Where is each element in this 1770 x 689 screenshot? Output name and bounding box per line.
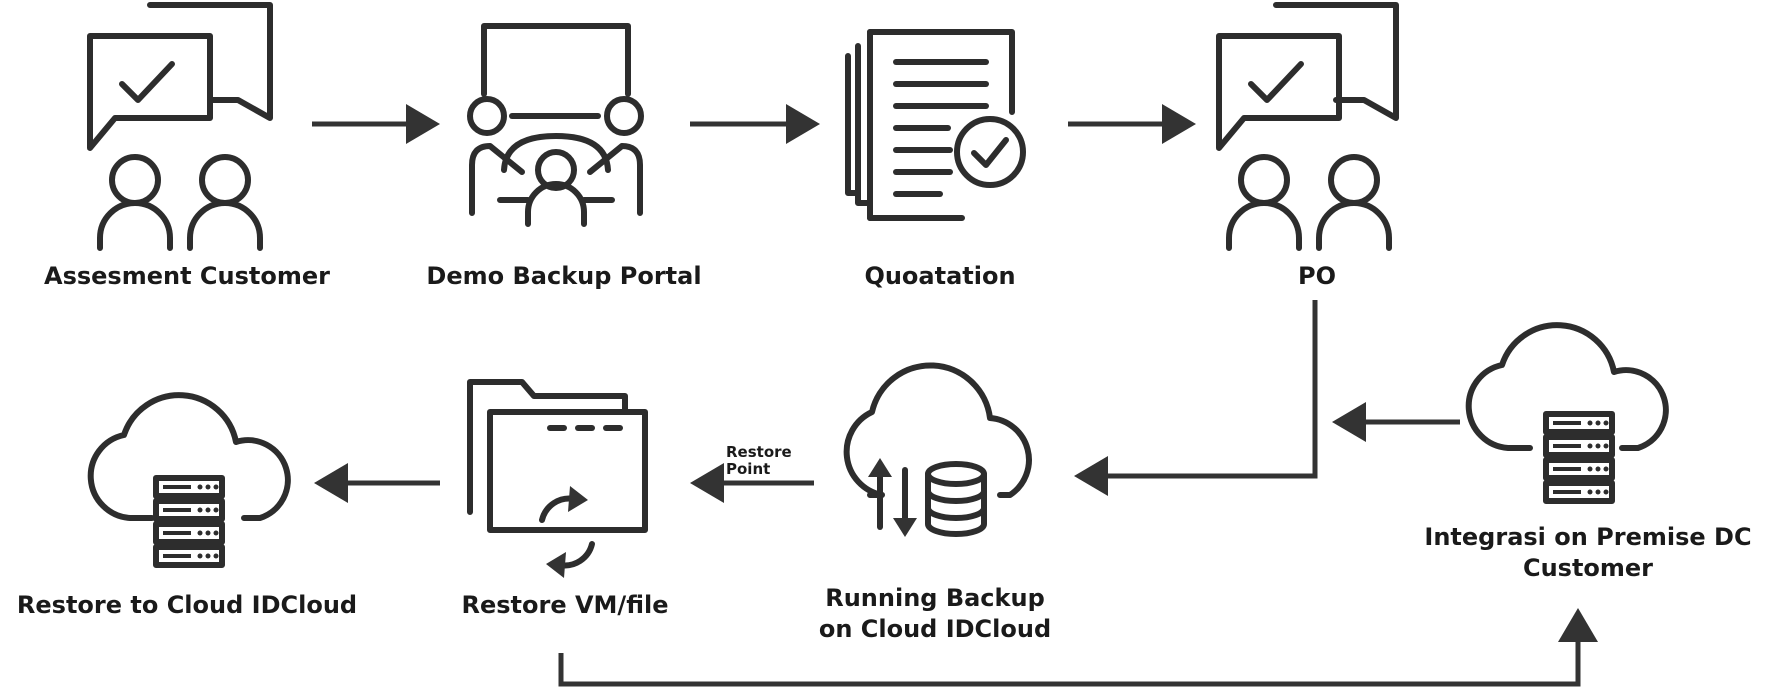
assesment-customer-label: Assesment Customer — [44, 262, 330, 290]
document-check-icon — [845, 29, 1026, 221]
integrasi-label-line1: Integrasi on Premise DC — [1424, 523, 1751, 551]
restore-cloud-label: Restore to Cloud IDCloud — [17, 591, 357, 619]
arrow-restore-vm-to-restore-cloud — [314, 463, 440, 503]
restore-point-label-line1: Restore — [726, 443, 792, 461]
running-backup-label-line2: on Cloud IDCloud — [819, 615, 1051, 643]
assesment-customer-icon — [87, 2, 273, 251]
folder-sync-icon — [467, 379, 648, 578]
quotation-label: Quoatation — [864, 262, 1015, 290]
arrow-assesment-to-demo — [312, 104, 440, 144]
cloud-backup-icon — [843, 362, 1032, 537]
cloud-restore-server-icon — [87, 392, 291, 568]
demo-backup-portal-label: Demo Backup Portal — [426, 262, 701, 290]
cloud-server-icon — [1465, 322, 1669, 504]
restore-point-label-line2: Point — [726, 460, 770, 478]
arrow-po-to-running-backup — [1074, 300, 1318, 496]
running-backup-label-line1: Running Backup — [825, 584, 1045, 612]
arrow-integrasi-to-running-backup — [1332, 402, 1460, 442]
arrow-running-to-restore-vm — [690, 463, 814, 503]
po-label: PO — [1298, 262, 1336, 290]
arrow-quotation-to-po — [1068, 104, 1196, 144]
po-approval-icon — [1216, 2, 1399, 251]
restore-vm-label: Restore VM/file — [462, 591, 669, 619]
meeting-presentation-icon — [467, 23, 644, 227]
arrow-demo-to-quotation — [690, 104, 820, 144]
arrow-restore-vm-to-integrasi — [558, 608, 1598, 687]
integrasi-label-line2: Customer — [1523, 554, 1653, 582]
